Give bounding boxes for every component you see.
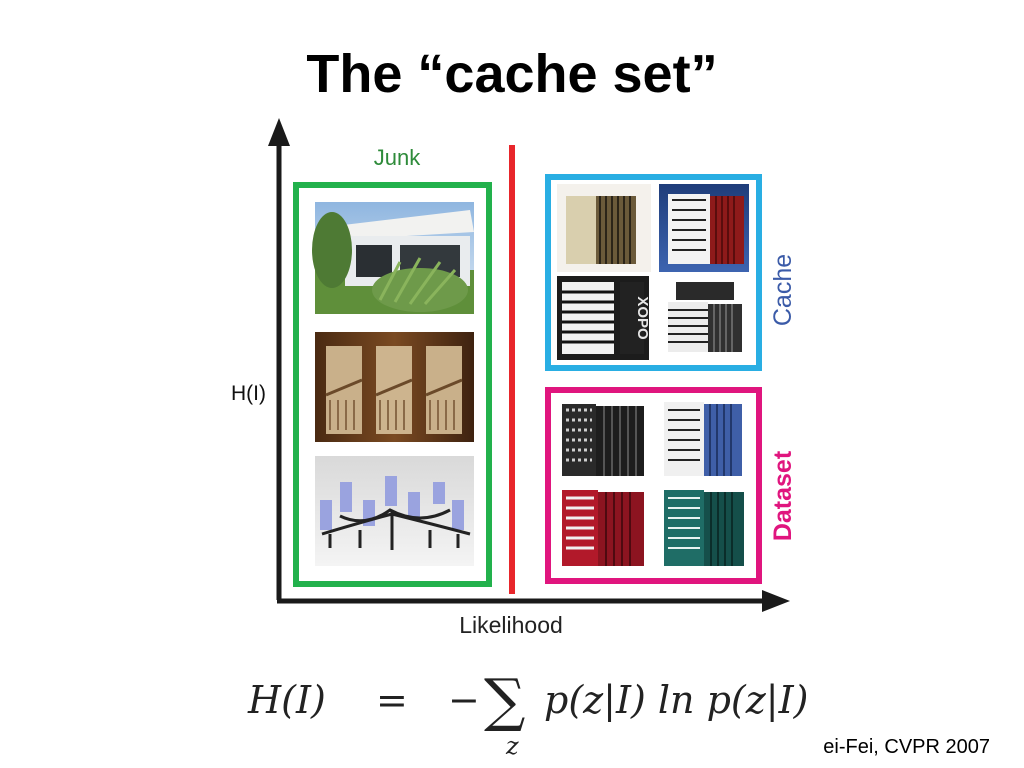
slide-title: The “cache set” (306, 44, 718, 104)
dataset-label: Dataset (769, 450, 797, 541)
junk-box (293, 182, 492, 587)
dataset-image-accordion-2 (659, 398, 749, 482)
formula-equals: = (376, 678, 408, 722)
cache-set-diagram: H(I) Likelihood Junk Ca (231, 118, 797, 638)
junk-image-wooden-doors (315, 332, 474, 442)
cache-image-accordion-1 (557, 184, 651, 272)
formula-sum-symbol: ∑ (484, 666, 526, 734)
cache-image-accordion-4 (659, 276, 749, 360)
y-axis-label: H(I) (231, 382, 266, 405)
cache-label: Cache (769, 254, 797, 326)
dataset-box (545, 387, 762, 584)
junk-label: Junk (374, 145, 421, 170)
x-axis-arrowhead (762, 590, 790, 612)
x-axis-label: Likelihood (459, 612, 563, 638)
dataset-image-accordion-4 (659, 486, 749, 572)
dataset-image-accordion-3 (557, 486, 649, 572)
x-axis (277, 590, 790, 612)
formula-sum-index: z (506, 732, 519, 760)
junk-image-candelabra (315, 456, 474, 566)
accordion-keyboard-text: XOPO (634, 296, 651, 340)
cache-box (545, 174, 762, 371)
cache-image-accordion-2 (659, 184, 749, 272)
entropy-formula: H(I) = − ∑ z p(z|I) ln p(z|I) (248, 666, 809, 762)
formula-rhs: p(z|I) ln p(z|I) (544, 678, 809, 722)
dataset-image-accordion-1 (557, 398, 649, 482)
formula-minus: − (448, 678, 480, 722)
junk-image-house (312, 202, 474, 314)
y-axis (268, 118, 290, 600)
y-axis-arrowhead (268, 118, 290, 146)
citation: ei-Fei, CVPR 2007 (823, 736, 990, 758)
cache-image-accordion-keyboard: XOPO (557, 276, 651, 360)
formula-lhs: H(I) (248, 678, 326, 722)
